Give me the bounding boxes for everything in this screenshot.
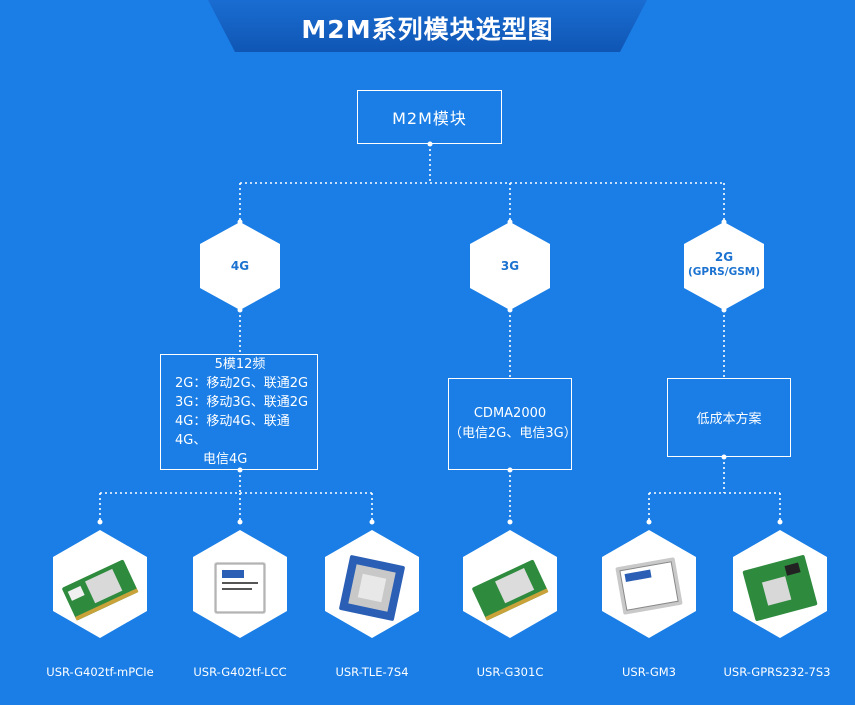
product-label-gm3[interactable]: USR-GM3	[622, 665, 676, 679]
desc-box-4g[interactable]: 5模12频 2G：移动2G、联通2G 3G：移动3G、联通2G 4G：移动4G、…	[160, 354, 318, 470]
lcc-module-image	[214, 562, 266, 614]
product-label-gprs232[interactable]: USR-GPRS232-7S3	[723, 665, 831, 679]
root-label: M2M模块	[392, 109, 467, 128]
desc-box-3g[interactable]: CDMA2000 （电信2G、电信3G）	[448, 378, 577, 470]
gprs232-module-image	[742, 555, 818, 621]
hexagon-3g[interactable]	[470, 222, 550, 310]
product-label-g301c[interactable]: USR-G301C	[476, 665, 544, 679]
hexagon-2g[interactable]	[684, 222, 764, 310]
mpcie-module-image	[62, 559, 139, 621]
g301c-module-image	[472, 559, 549, 621]
desc-box-2g[interactable]: 低成本方案	[667, 378, 791, 457]
desc-4g-line-1: 5模12频	[214, 357, 266, 372]
hex-label-4g: 4G	[230, 259, 250, 273]
desc-4g-line-5: 电信4G	[203, 452, 248, 467]
page-title: M2M系列模块选型图	[301, 15, 554, 44]
tle-module-image	[339, 555, 405, 621]
gm3-module-image	[615, 557, 683, 615]
product-label-lcc[interactable]: USR-G402tf-LCC	[193, 665, 287, 679]
product-label-tle[interactable]: USR-TLE-7S4	[335, 665, 409, 679]
desc-4g-line-2: 2G：移动2G、联通2G	[175, 376, 309, 391]
desc-2g-line-1: 低成本方案	[696, 412, 762, 427]
desc-3g-line-2: （电信2G、电信3G）	[449, 426, 577, 441]
hex-label-3g: 3G	[500, 259, 520, 273]
desc-4g-line-4: 4G：移动4G、联通4G、	[175, 414, 290, 448]
title-tab	[208, 0, 647, 52]
desc-3g-line-1: CDMA2000	[473, 406, 547, 421]
desc-4g-line-3: 3G：移动3G、联通2G	[175, 395, 309, 410]
hex-label-2g: 2G (GPRS/GSM)	[687, 250, 761, 278]
hexagon-4g[interactable]	[200, 222, 280, 310]
connector-lines	[99, 144, 781, 522]
root-box[interactable]: M2M模块	[357, 90, 502, 144]
product-label-mpcie[interactable]: USR-G402tf-mPCIe	[46, 665, 154, 679]
